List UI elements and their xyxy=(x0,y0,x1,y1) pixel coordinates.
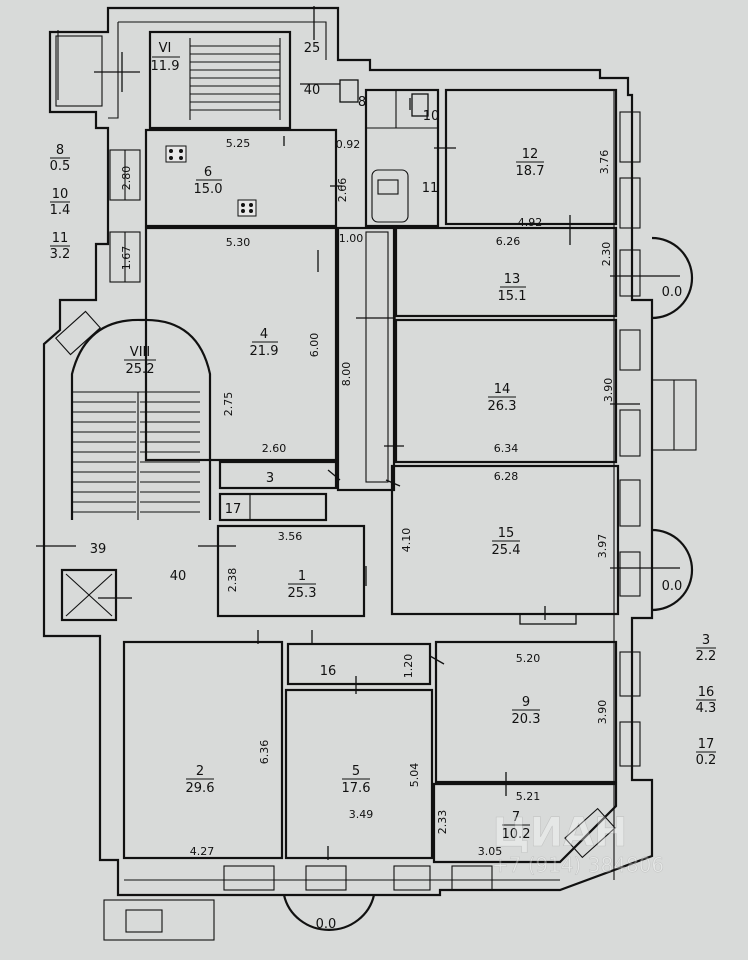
dimension: 3.90 xyxy=(596,700,609,725)
dimension: 5.20 xyxy=(516,652,541,665)
room-number-small: 8 xyxy=(358,95,366,110)
legend-area: 4.3 xyxy=(696,701,717,716)
legend-left: 8 0.5 10 1.4 11 3.2 xyxy=(50,143,71,262)
dimension: 5.04 xyxy=(408,763,421,788)
dimension: 6.36 xyxy=(258,740,271,765)
legend-number: 17 xyxy=(698,737,715,752)
windows xyxy=(55,35,697,941)
room-number: 6 xyxy=(204,165,212,180)
room-area: 25.3 xyxy=(288,586,317,601)
room-number-small: 40 xyxy=(170,569,187,584)
room-area: 15.0 xyxy=(194,182,223,197)
room-number: VI xyxy=(159,41,172,56)
room-area: 17.6 xyxy=(342,781,371,796)
dimension: 3.05 xyxy=(478,845,503,858)
room-area: 29.6 xyxy=(186,781,215,796)
room-area: 11.9 xyxy=(151,59,180,74)
room-number-small: 17 xyxy=(225,502,242,517)
dimension: 2.30 xyxy=(600,242,613,267)
room-area: 10.2 xyxy=(502,827,531,842)
door-marks xyxy=(36,6,680,860)
exterior-walls xyxy=(42,6,654,897)
room-number: 2 xyxy=(196,764,204,779)
dimension: 4.92 xyxy=(518,216,543,229)
watermark-id: +7 (914) 384806 xyxy=(492,853,664,877)
room-number: 15 xyxy=(498,526,515,541)
room-area: 26.3 xyxy=(488,399,517,414)
dimension: 1.00 xyxy=(339,232,364,245)
room-area: 25.2 xyxy=(126,362,155,377)
room-labels: VI 11.9 6 15.0 12 18.7 13 15.1 4 21.9 VI… xyxy=(124,41,544,842)
room-number: 13 xyxy=(504,272,521,287)
dimension: 1.20 xyxy=(402,654,415,679)
dimension: 2.66 xyxy=(336,178,349,203)
legend-number: 10 xyxy=(52,187,69,202)
room-area: 20.3 xyxy=(512,712,541,727)
room-area: 21.9 xyxy=(250,344,279,359)
room-number: 12 xyxy=(522,147,539,162)
room-number: 1 xyxy=(298,569,306,584)
dimension: 3.49 xyxy=(349,808,374,821)
room-number: 9 xyxy=(522,695,530,710)
legend-number: 11 xyxy=(52,231,69,246)
room-number-small: 39 xyxy=(90,542,107,557)
legend-area: 3.2 xyxy=(50,247,71,262)
dimension: 1.67 xyxy=(120,246,133,271)
stove-icon xyxy=(165,145,257,217)
room-number-small: 16 xyxy=(320,664,337,679)
room-number-small: 3 xyxy=(266,471,274,486)
dimension: 0.92 xyxy=(336,138,361,151)
dimension: 2.38 xyxy=(226,568,239,593)
room-number-small: 40 xyxy=(304,83,321,98)
room-number: 7 xyxy=(512,810,520,825)
room-number-small: 11 xyxy=(422,181,439,196)
legend-area: 2.2 xyxy=(696,649,717,664)
legend-right: 3 2.2 16 4.3 17 0.2 xyxy=(696,633,717,768)
legend-number: 16 xyxy=(698,685,715,700)
dimension: 6.34 xyxy=(494,442,519,455)
dimension: 6.00 xyxy=(308,333,321,358)
interior-walls xyxy=(54,30,620,864)
dimension: 5.21 xyxy=(516,790,541,803)
room-number-small: 25 xyxy=(304,41,321,56)
room-area: 15.1 xyxy=(498,289,527,304)
small-room-numbers: 25 40 8 10 11 3 17 39 40 16 xyxy=(90,41,440,679)
watermark-logo: ЦИАН xyxy=(492,810,627,856)
legend-area: 0.5 xyxy=(50,159,71,174)
dimension: 2.80 xyxy=(120,166,133,191)
dimension: 6.26 xyxy=(496,235,521,248)
room-number: 14 xyxy=(494,382,511,397)
dimension: 3.97 xyxy=(596,534,609,559)
dimension-labels: 5.25 2.80 2.66 0.92 1.00 5.30 1.67 6.00 … xyxy=(120,137,615,858)
balcony-area: 0.0 xyxy=(662,285,683,300)
legend-area: 1.4 xyxy=(50,203,71,218)
dimension: 5.30 xyxy=(226,236,251,249)
dimension: 2.75 xyxy=(222,392,235,417)
dimension: 3.56 xyxy=(278,530,303,543)
dimension: 4.27 xyxy=(190,845,215,858)
balcony-labels: 0.0 0.0 0.0 xyxy=(316,285,683,932)
dimension: 3.90 xyxy=(602,378,615,403)
dimension: 2.33 xyxy=(436,810,449,835)
dimension: 6.28 xyxy=(494,470,519,483)
legend-area: 0.2 xyxy=(696,753,717,768)
balcony-area: 0.0 xyxy=(662,579,683,594)
legend-number: 3 xyxy=(702,633,710,648)
dimension: 2.60 xyxy=(262,442,287,455)
dimension: 5.25 xyxy=(226,137,251,150)
balcony-area: 0.0 xyxy=(316,917,337,932)
room-area: 18.7 xyxy=(516,164,545,179)
watermark: ЦИАН +7 (914) 384806 xyxy=(492,810,665,878)
room-number: 5 xyxy=(352,764,360,779)
room-number: VIII xyxy=(130,345,150,360)
room-area: 25.4 xyxy=(492,543,521,558)
dimension: 3.76 xyxy=(598,150,611,175)
dimension: 4.10 xyxy=(400,528,413,553)
room-number: 4 xyxy=(260,327,268,342)
dimension: 8.00 xyxy=(340,362,353,387)
balconies xyxy=(282,236,694,931)
room-number-small: 10 xyxy=(423,109,440,124)
legend-number: 8 xyxy=(56,143,64,158)
